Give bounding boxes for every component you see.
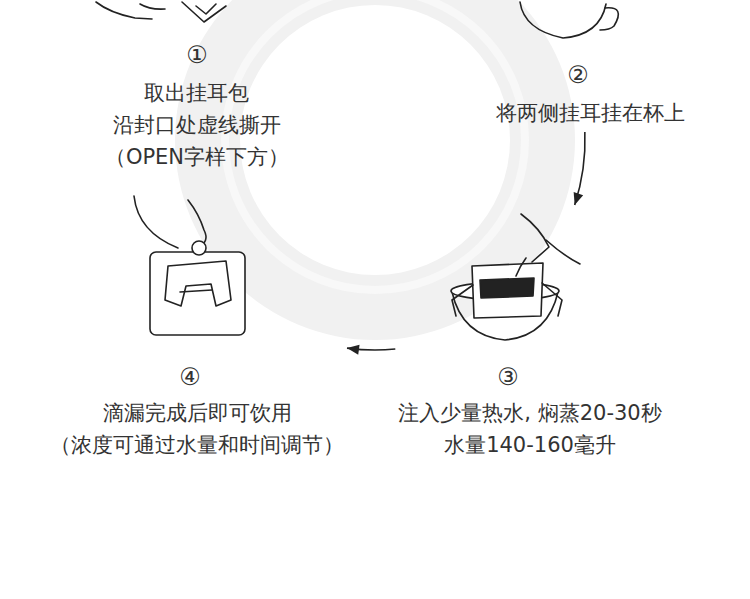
hand-sketch bbox=[96, 2, 152, 19]
coffee-grounds bbox=[480, 278, 534, 298]
kettle-spout bbox=[521, 214, 549, 262]
water-stream bbox=[516, 258, 526, 276]
step-group: ④ 滴漏完成后即可饮用 （浓度可通过水量和时间调节） bbox=[47, 189, 347, 464]
bag-hook bbox=[452, 285, 473, 316]
step-number: ④ bbox=[179, 362, 201, 392]
drip-bag-sketch bbox=[196, 4, 216, 14]
ring-center bbox=[240, 5, 510, 275]
bag-hook bbox=[542, 283, 562, 316]
bag-fold bbox=[180, 290, 212, 292]
bag-hook-frame bbox=[165, 261, 231, 306]
step-instruction: 将两侧挂耳挂在杯上 bbox=[496, 97, 685, 129]
kettle-hand bbox=[546, 240, 580, 264]
step-instruction: 滴漏完成后即可饮用 （浓度可通过水量和时间调节） bbox=[50, 397, 344, 461]
step-illustrations bbox=[96, 2, 618, 340]
arrow-head bbox=[574, 192, 584, 205]
cup-handle bbox=[600, 8, 618, 30]
step-number: ① bbox=[186, 40, 208, 70]
hand-sketch bbox=[140, 4, 165, 9]
hand-sketch bbox=[188, 200, 206, 247]
step-number: ③ bbox=[497, 362, 519, 392]
step-instruction: 注入少量热水, 焖蒸20-30秒 水量140-160毫升 bbox=[398, 397, 661, 461]
hand-sketch bbox=[134, 196, 178, 248]
cup-sketch bbox=[520, 2, 606, 38]
step-number: ② bbox=[567, 60, 589, 90]
step-group: ③ 注入少量热水, 焖蒸20-30秒 水量140-160毫升 bbox=[395, 205, 664, 464]
step-group: ② 将两侧挂耳挂在杯上 bbox=[493, 0, 688, 132]
drip-bag bbox=[472, 263, 543, 318]
drip-bag-sketch bbox=[182, 2, 226, 22]
drip-bag bbox=[150, 252, 245, 335]
thumb bbox=[192, 241, 206, 255]
step-instruction: 取出挂耳包 沿封口处虚线撕开 （OPEN字样下方） bbox=[105, 77, 289, 173]
step-group: ① 取出挂耳包 沿封口处虚线撕开 （OPEN字样下方） bbox=[89, 0, 305, 176]
arrow-head bbox=[347, 345, 360, 355]
